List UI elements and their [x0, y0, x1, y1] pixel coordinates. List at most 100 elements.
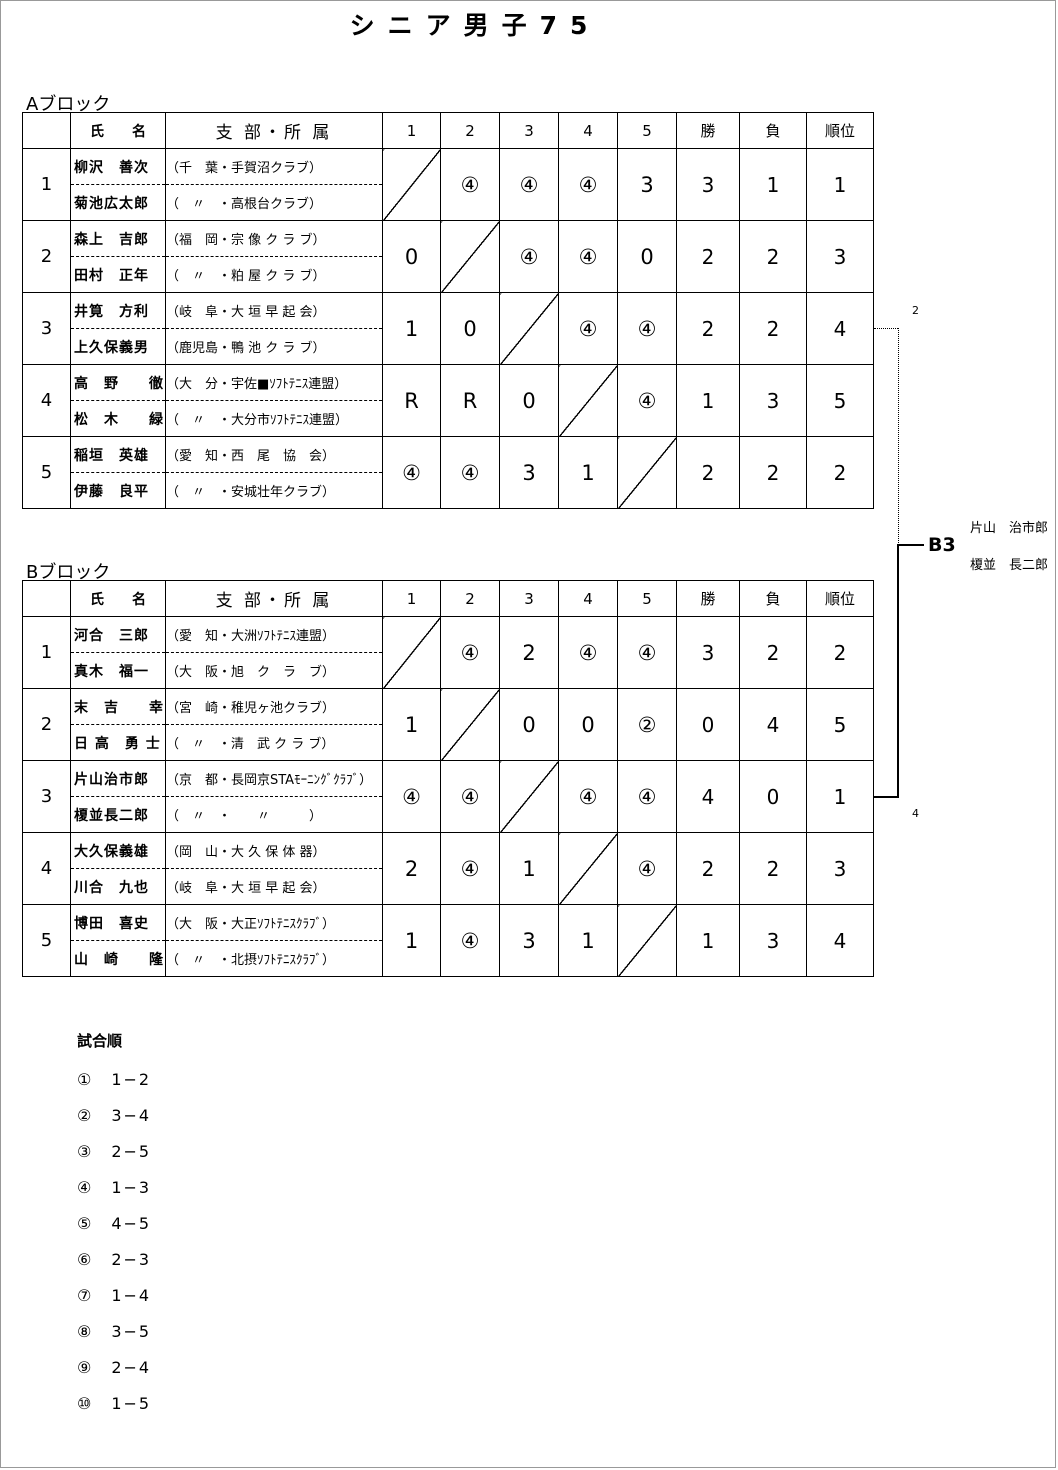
- match-result: ④: [440, 436, 500, 509]
- match-result: 1: [558, 904, 618, 977]
- playoff-score-a: 2: [912, 304, 919, 317]
- playoff-winner-name-2: 榎並 長二郎: [970, 558, 1049, 573]
- diagonal-cell: [558, 364, 618, 437]
- header-wins: 勝: [676, 112, 740, 149]
- player-affiliation-2: （岐 阜・大 垣 早 起 会）: [165, 868, 383, 905]
- match-result: 3: [499, 436, 559, 509]
- match-result: ④: [617, 760, 677, 833]
- wins-count: 1: [676, 904, 740, 977]
- bracket-a-connector: [874, 328, 898, 329]
- team-number: 1: [22, 616, 71, 689]
- wins-count: 2: [676, 436, 740, 509]
- player-name-2: 菊池広太郎: [70, 184, 166, 221]
- match-order-item: ⑦ 1−4: [77, 1286, 152, 1305]
- match-order-item: ⑨ 2−4: [77, 1358, 152, 1377]
- match-order-item: ⑩ 1−5: [77, 1394, 152, 1413]
- block-b-label: Bブロック: [26, 562, 111, 583]
- match-result: ②: [617, 688, 677, 761]
- match-result: 0: [499, 364, 559, 437]
- match-result: ④: [558, 292, 618, 365]
- bracket-a-vertical: [898, 328, 899, 545]
- player-name-1: 井筧 方利: [70, 292, 166, 329]
- player-affiliation-1: （岐 阜・大 垣 早 起 会）: [165, 292, 383, 329]
- header-col-3: 3: [499, 112, 559, 149]
- rank-value: 3: [806, 220, 874, 293]
- player-name-1: 稲垣 英雄: [70, 436, 166, 473]
- match-result: ④: [617, 616, 677, 689]
- match-result: 0: [617, 220, 677, 293]
- match-result: ④: [617, 292, 677, 365]
- player-affiliation-2: （ 〃 ・清 武 ク ラ ブ）: [165, 724, 383, 761]
- wins-count: 4: [676, 760, 740, 833]
- match-result: 0: [558, 688, 618, 761]
- player-name-1: 高 野 徹: [70, 364, 166, 401]
- team-number: 3: [22, 292, 71, 365]
- playoff-score-b: 4: [912, 807, 919, 820]
- player-name-2: 榎並長二郎: [70, 796, 166, 833]
- diagonal-cell: [617, 436, 677, 509]
- player-name-2: 真木 福一: [70, 652, 166, 689]
- player-name-2: 伊藤 良平: [70, 472, 166, 509]
- header-col-3: 3: [499, 580, 559, 617]
- wins-count: 0: [676, 688, 740, 761]
- player-affiliation-1: （宮 崎・稚児ヶ池クラブ）: [165, 688, 383, 725]
- header-losses: 負: [739, 580, 807, 617]
- player-affiliation-1: （千 葉・手賀沼クラブ）: [165, 148, 383, 185]
- losses-count: 2: [739, 832, 807, 905]
- playoff-winner-name-1: 片山 治市郎: [970, 521, 1049, 536]
- player-affiliation-2: （ 〃 ・大分市ｿﾌﾄﾃﾆｽ連盟）: [165, 400, 383, 437]
- diagonal-cell: [558, 832, 618, 905]
- player-affiliation-2: （鹿児島・鴨 池 ク ラ ブ）: [165, 328, 383, 365]
- match-result: ④: [440, 616, 500, 689]
- team-row-second: 榎並長二郎（ 〃 ・ 〃 ）: [23, 796, 874, 833]
- match-result: ④: [558, 760, 618, 833]
- wins-count: 2: [676, 220, 740, 293]
- diagonal-cell: [382, 616, 441, 689]
- match-order-item: ⑥ 2−3: [77, 1250, 152, 1269]
- page-title: シニア男子75: [349, 11, 601, 40]
- header-col-1: 1: [382, 112, 441, 149]
- losses-count: 2: [739, 292, 807, 365]
- player-affiliation-2: （大 阪・旭 ク ラ ブ）: [165, 652, 383, 689]
- rank-value: 2: [806, 436, 874, 509]
- match-result: 3: [499, 904, 559, 977]
- player-affiliation-1: （大 阪・大正ｿﾌﾄﾃﾆｽｸﾗﾌﾞ）: [165, 904, 383, 941]
- player-affiliation-1: （岡 山・大 久 保 体 器）: [165, 832, 383, 869]
- team-number: 5: [22, 436, 71, 509]
- match-result: 1: [382, 292, 441, 365]
- match-result: ④: [440, 832, 500, 905]
- match-result: 0: [499, 688, 559, 761]
- header-col-5: 5: [617, 580, 677, 617]
- match-result: R: [382, 364, 441, 437]
- match-result: ④: [440, 904, 500, 977]
- player-name-2: 田村 正年: [70, 256, 166, 293]
- player-name-1: 森上 吉郎: [70, 220, 166, 257]
- match-result: R: [440, 364, 500, 437]
- team-number: 2: [22, 220, 71, 293]
- match-result: ④: [617, 364, 677, 437]
- team-row-second: 日 高 勇 士（ 〃 ・清 武 ク ラ ブ）: [23, 724, 874, 761]
- wins-count: 3: [676, 616, 740, 689]
- team-row-second: 菊池広太郎（ 〃 ・高根台クラブ）: [23, 184, 874, 221]
- diagonal-cell: [499, 292, 559, 365]
- match-result: ④: [382, 760, 441, 833]
- header-rank: 順位: [806, 580, 874, 617]
- bracket-final-line: [897, 544, 924, 546]
- rank-value: 5: [806, 364, 874, 437]
- losses-count: 0: [739, 760, 807, 833]
- match-order-item: ① 1−2: [77, 1070, 152, 1089]
- header-name: 氏 名: [70, 580, 166, 617]
- player-name-1: 大久保義雄: [70, 832, 166, 869]
- losses-count: 1: [739, 148, 807, 221]
- match-result: 3: [617, 148, 677, 221]
- header-col-4: 4: [558, 580, 618, 617]
- player-affiliation-2: （ 〃 ・北摂ｿﾌﾄﾃﾆｽｸﾗﾌﾞ）: [165, 940, 383, 977]
